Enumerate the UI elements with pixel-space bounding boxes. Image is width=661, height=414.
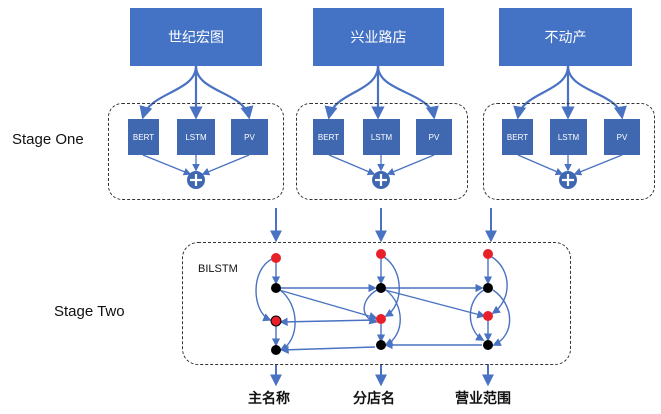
- output-arrows: [270, 364, 494, 387]
- node-red: [376, 314, 386, 324]
- node-black: [376, 283, 386, 293]
- model-box-pv: PV: [416, 119, 452, 155]
- bilstm-nodes: [270, 249, 493, 355]
- model-box-bert: BERT: [502, 119, 533, 155]
- model-to-combine-arrows: [142, 154, 623, 176]
- model-box-bert: BERT: [313, 119, 344, 155]
- model-box-lstm: LSTM: [550, 119, 587, 155]
- bilstm-group: [182, 242, 571, 365]
- node-red: [376, 249, 386, 259]
- combine-icon: [559, 171, 577, 189]
- bilstm-label: BILSTM: [198, 263, 238, 275]
- source-box-3: 不动产: [499, 8, 632, 66]
- node-black: [376, 340, 386, 350]
- model-box-lstm: LSTM: [363, 119, 400, 155]
- source-to-model-arrows-3: [513, 65, 627, 120]
- stage-one-group-1: [108, 103, 284, 200]
- stage-transfer-arrows: [270, 208, 497, 243]
- source-to-model-arrows-2: [324, 65, 439, 120]
- stage-one-group-3: [483, 103, 655, 200]
- source-box-2: 兴业路店: [313, 8, 444, 66]
- source-to-model-arrows-1: [139, 65, 254, 120]
- source-box-1: 世纪宏图: [130, 8, 262, 66]
- node-red: [270, 315, 282, 327]
- stage-one-label: Stage One: [12, 131, 84, 148]
- output-label-1: 主名称: [248, 391, 290, 407]
- bilstm-connections: [255, 256, 511, 354]
- model-box-lstm: LSTM: [177, 119, 215, 155]
- node-red: [483, 249, 493, 259]
- model-box-pv: PV: [604, 119, 640, 155]
- output-label-2: 分店名: [353, 391, 395, 407]
- node-black: [483, 340, 493, 350]
- combine-icon: [372, 171, 390, 189]
- output-label-3: 营业范围: [455, 391, 511, 407]
- model-box-bert: BERT: [128, 119, 159, 155]
- node-black: [483, 283, 493, 293]
- node-red: [483, 311, 493, 321]
- node-red: [271, 253, 281, 263]
- node-black: [271, 283, 281, 293]
- stage-one-group-2: [296, 103, 468, 200]
- model-box-pv: PV: [231, 119, 268, 155]
- combine-icon: [187, 171, 205, 189]
- node-black: [271, 345, 281, 355]
- stage-two-label: Stage Two: [54, 303, 125, 320]
